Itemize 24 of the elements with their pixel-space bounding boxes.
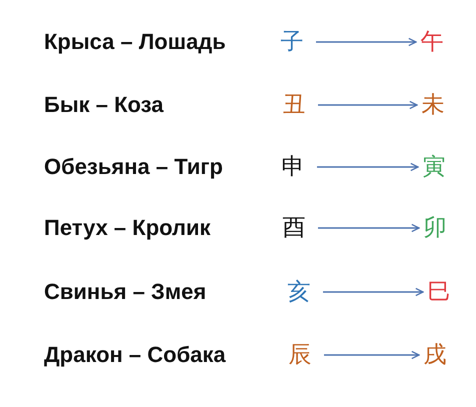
- pair-label: Крыса – Лошадь: [44, 28, 226, 56]
- pair-label: Петух – Кролик: [44, 214, 211, 242]
- pair-label: Бык – Коза: [44, 91, 164, 119]
- character-label: 午: [420, 29, 444, 55]
- character-label: 丑: [282, 92, 306, 118]
- character-label: 酉: [282, 215, 306, 241]
- arrow: [318, 224, 420, 232]
- character-label: 亥: [287, 279, 311, 305]
- pair-label: Свинья – Змея: [44, 278, 206, 306]
- character-label: 寅: [422, 154, 446, 180]
- character-label: 申: [281, 154, 305, 180]
- arrow: [317, 162, 419, 172]
- pair-label: Обезьяна – Тигр: [44, 153, 223, 181]
- character-label: 辰: [288, 342, 312, 368]
- character-label: 未: [421, 92, 445, 118]
- pair-label: Дракон – Собака: [44, 341, 226, 369]
- character-label: 巳: [427, 279, 451, 305]
- arrow: [324, 350, 420, 360]
- character-label: 卯: [423, 215, 447, 241]
- character-label: 戌: [423, 342, 447, 368]
- arrow: [318, 100, 418, 110]
- arrow: [316, 38, 417, 46]
- arrow: [323, 288, 424, 296]
- character-label: 子: [280, 29, 304, 55]
